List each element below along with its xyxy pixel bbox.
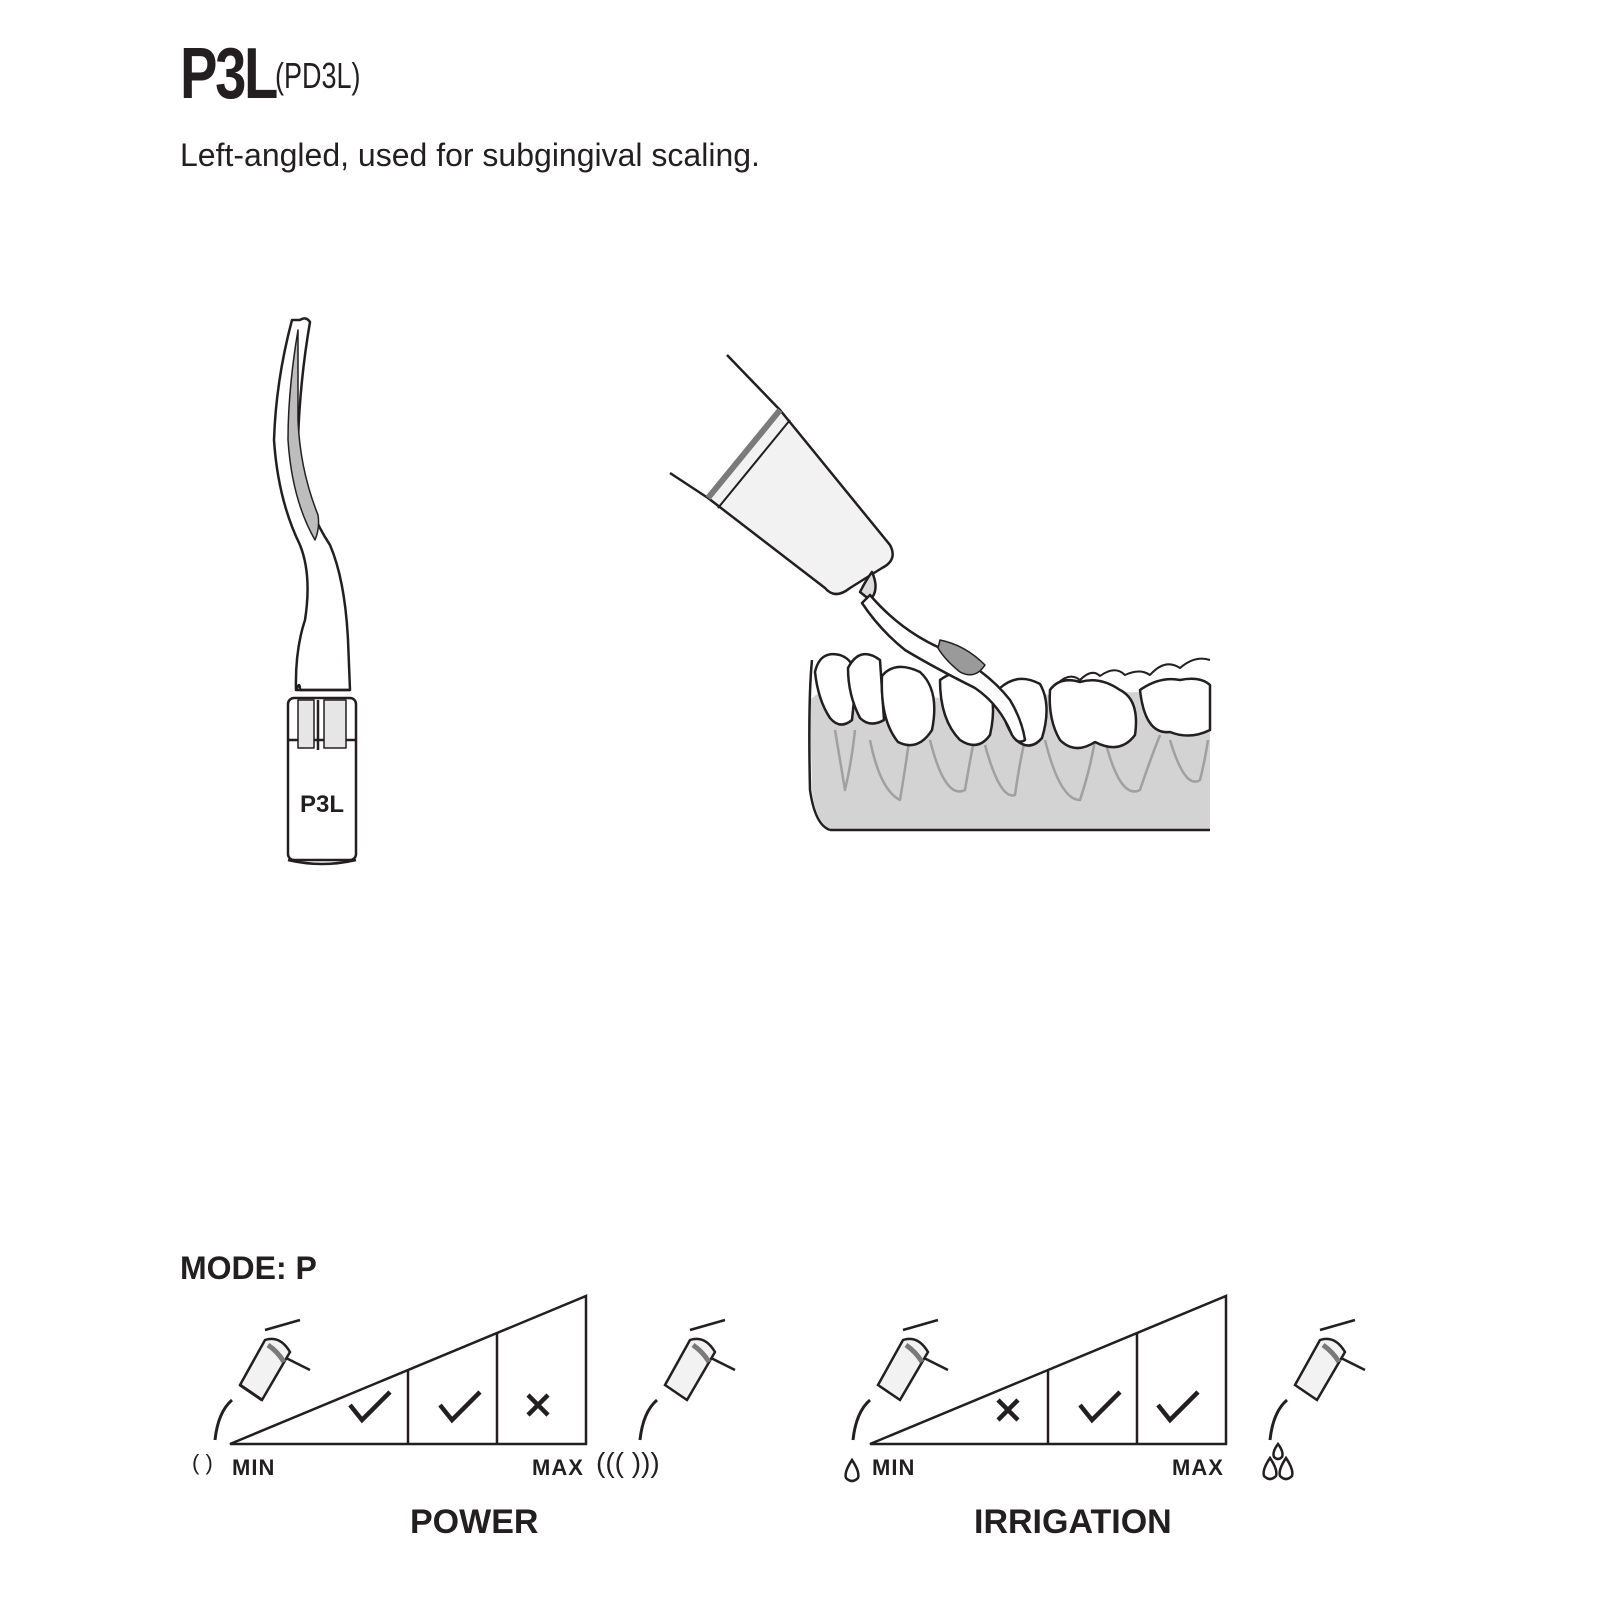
product-description: Left-angled, used for subgingival scalin… bbox=[180, 137, 760, 173]
power-handpiece-max-icon: ((( ))) bbox=[596, 1318, 736, 1478]
irrigation-mark-2-cross-icon bbox=[996, 1398, 1020, 1422]
power-scale-title: POWER bbox=[410, 1503, 539, 1541]
power-max-label: MAX bbox=[532, 1455, 584, 1480]
svg-text:( ): ( ) bbox=[192, 1450, 213, 1475]
product-title: P3L(PD3L) bbox=[180, 38, 389, 110]
irrigation-mark-4-check-icon bbox=[1156, 1390, 1200, 1424]
mode-label: MODE: P bbox=[180, 1250, 317, 1286]
power-mark-2-check-icon bbox=[348, 1390, 392, 1424]
product-code: P3L bbox=[180, 34, 278, 114]
power-scale: ( ) ((( ))) bbox=[192, 1294, 736, 1478]
irrigation-mark-3-check-icon bbox=[1078, 1390, 1122, 1424]
irrigation-scale-title: IRRIGATION bbox=[974, 1503, 1172, 1541]
irrigation-max-label: MAX bbox=[1172, 1455, 1224, 1480]
power-mark-4-cross-icon bbox=[526, 1393, 550, 1417]
power-handpiece-min-icon: ( ) bbox=[192, 1318, 311, 1475]
product-alt-code: (PD3L) bbox=[275, 55, 361, 96]
power-min-label: MIN bbox=[232, 1455, 276, 1480]
power-mark-3-check-icon bbox=[438, 1390, 482, 1424]
irrigation-min-label: MIN bbox=[872, 1455, 916, 1480]
tip-engraving: P3L bbox=[300, 791, 344, 818]
teeth-scaling-illustration bbox=[669, 354, 1212, 832]
scaler-tip-illustration: P3L bbox=[272, 317, 358, 866]
irrigation-handpiece-min-icon bbox=[844, 1318, 949, 1483]
irrigation-scale bbox=[844, 1294, 1366, 1483]
irrigation-handpiece-max-icon bbox=[1262, 1318, 1366, 1481]
svg-text:((( ))): ((( ))) bbox=[596, 1447, 660, 1478]
